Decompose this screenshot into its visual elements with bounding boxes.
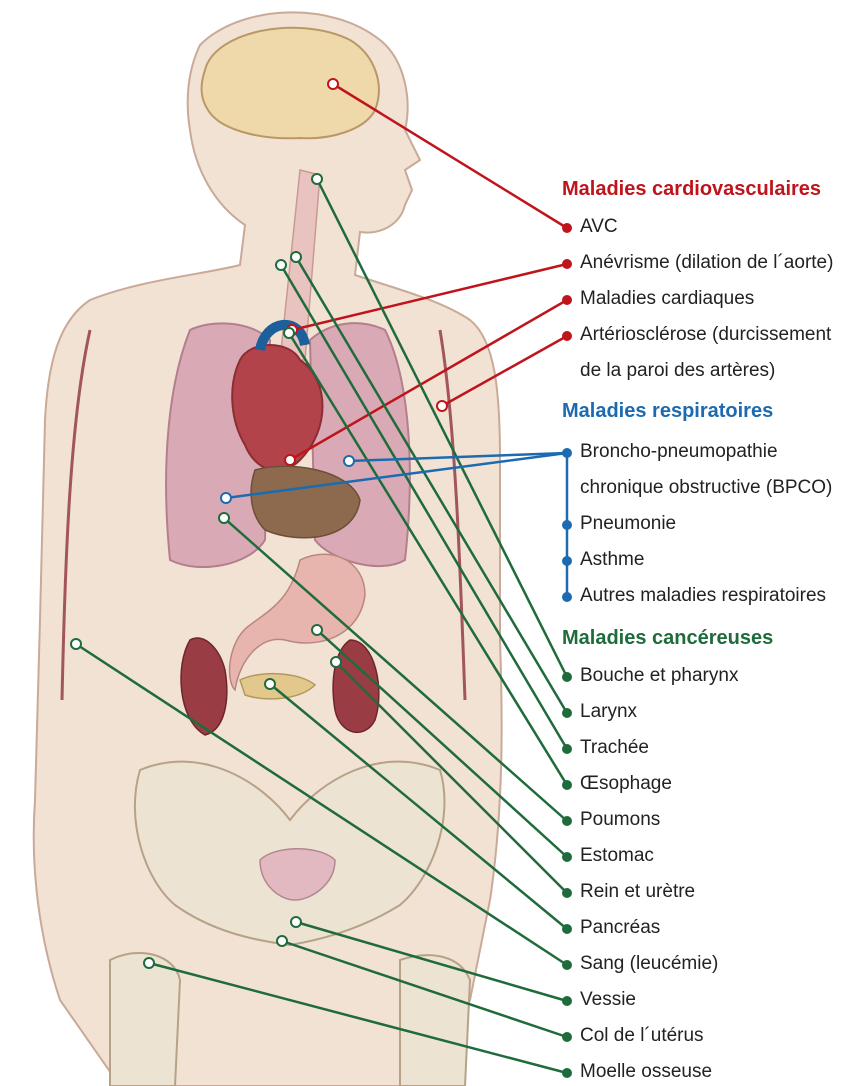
- organ-marker-avc: [328, 79, 338, 89]
- bullet-dot-avc: [562, 223, 572, 233]
- cancer-item-larynx: Larynx: [580, 701, 637, 723]
- bullet-dot-moelle: [562, 1068, 572, 1078]
- cardio-item-cardiaques: Maladies cardiaques: [580, 288, 754, 310]
- organ-marker-bouche: [312, 174, 322, 184]
- organ-marker-estomac: [312, 625, 322, 635]
- cancer-item-moelle: Moelle osseuse: [580, 1061, 712, 1083]
- organ-marker-poumons: [219, 513, 229, 523]
- cardio-item-arteriosclerose-line2: de la paroi des artères): [580, 360, 775, 382]
- organ-marker-cardiaques: [285, 455, 295, 465]
- cancer-item-vessie: Vessie: [580, 989, 636, 1011]
- bullet-dot-oesophage: [562, 780, 572, 790]
- bullet-dot-estomac: [562, 852, 572, 862]
- organ-marker-pancreas: [265, 679, 275, 689]
- cardio-item-anevrisme: Anévrisme (dilation de l´aorte): [580, 252, 833, 274]
- cancer-item-col-uterus: Col de l´utérus: [580, 1025, 704, 1047]
- bullet-dot-col-uterus: [562, 1032, 572, 1042]
- bullet-dot-pneumonie: [562, 520, 572, 530]
- bullet-dot-bouche: [562, 672, 572, 682]
- bullet-dot-rein: [562, 888, 572, 898]
- respi-item-bpco: Broncho-pneumopathie: [580, 441, 778, 463]
- bullet-dot-autres: [562, 592, 572, 602]
- brain: [202, 28, 379, 138]
- cancer-item-rein: Rein et urètre: [580, 881, 695, 903]
- cancer-item-trachee: Trachée: [580, 737, 649, 759]
- bullet-dot-asthme: [562, 556, 572, 566]
- organ-marker-oesophage: [284, 328, 294, 338]
- bullet-dot-arteriosclerose: [562, 331, 572, 341]
- category-respi: Maladies respiratoires: [562, 400, 773, 423]
- bullet-dot-poumons: [562, 816, 572, 826]
- bullet-dot-trachee: [562, 744, 572, 754]
- organ-marker-trachee: [276, 260, 286, 270]
- bullet-dot-vessie: [562, 996, 572, 1006]
- left-femur: [110, 953, 180, 1086]
- bullet-dot-pancreas: [562, 924, 572, 934]
- organ-marker-respi-right-lung: [344, 456, 354, 466]
- respi-item-autres: Autres maladies respiratoires: [580, 585, 826, 607]
- organ-marker-moelle: [144, 958, 154, 968]
- organ-marker-larynx: [291, 252, 301, 262]
- cancer-item-sang: Sang (leucémie): [580, 953, 718, 975]
- bullet-dot-cardiaques: [562, 295, 572, 305]
- organ-marker-sang: [71, 639, 81, 649]
- respi-item-bpco-line2: chronique obstructive (BPCO): [580, 477, 832, 499]
- category-cardio: Maladies cardiovasculaires: [562, 178, 821, 201]
- category-cancer: Maladies cancéreuses: [562, 627, 773, 650]
- cardio-item-arteriosclerose: Artériosclérose (durcissement: [580, 324, 831, 346]
- organ-marker-col-uterus: [277, 936, 287, 946]
- bullet-dot-bpco: [562, 448, 572, 458]
- organ-marker-arteriosclerose: [437, 401, 447, 411]
- respi-item-asthme: Asthme: [580, 549, 644, 571]
- cancer-item-pancreas: Pancréas: [580, 917, 660, 939]
- cancer-item-oesophage: Œsophage: [580, 773, 672, 795]
- organ-marker-rein: [331, 657, 341, 667]
- bullet-dot-larynx: [562, 708, 572, 718]
- cancer-item-estomac: Estomac: [580, 845, 654, 867]
- cancer-item-bouche: Bouche et pharynx: [580, 665, 738, 687]
- bullet-dot-anevrisme: [562, 259, 572, 269]
- bullet-dot-sang: [562, 960, 572, 970]
- organ-marker-respi-left-lung: [221, 493, 231, 503]
- cancer-item-poumons: Poumons: [580, 809, 660, 831]
- right-femur: [400, 955, 470, 1086]
- cardio-item-avc: AVC: [580, 216, 618, 238]
- organ-marker-vessie: [291, 917, 301, 927]
- respi-item-pneumonie: Pneumonie: [580, 513, 676, 535]
